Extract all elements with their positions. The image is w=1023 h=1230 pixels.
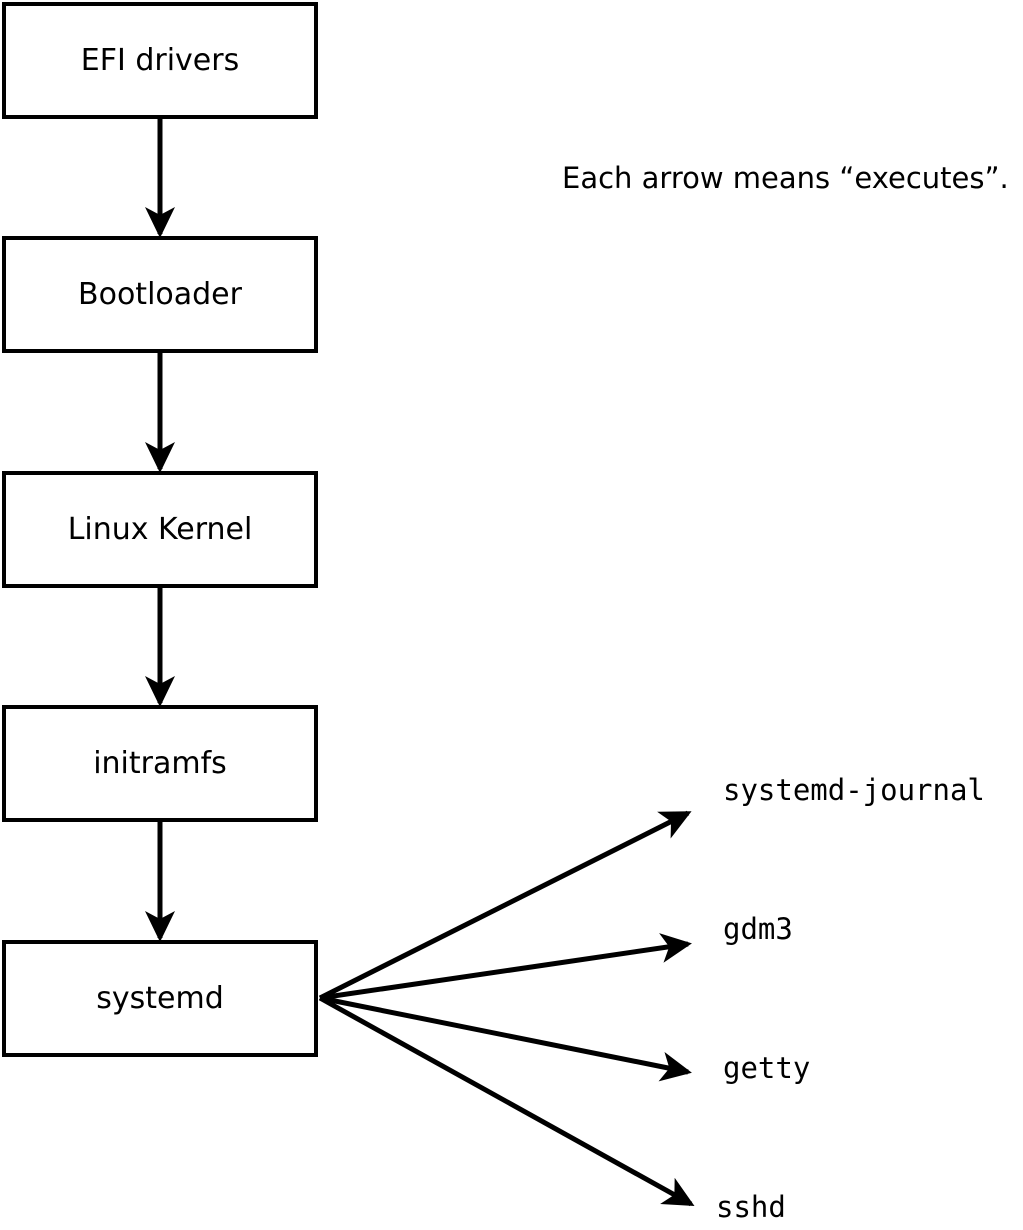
node-initramfs[interactable]: initramfs xyxy=(2,705,318,822)
node-bootloader[interactable]: Bootloader xyxy=(2,236,318,353)
node-systemd[interactable]: systemd xyxy=(2,940,318,1057)
leaf-label-getty[interactable]: getty xyxy=(723,1051,811,1085)
fanout-arrow-gdm3 xyxy=(319,933,692,1001)
fanout-arrow-getty xyxy=(319,995,692,1082)
fanout-arrow-systemd-journal xyxy=(318,810,692,1001)
diagram-caption: Each arrow means “executes”. xyxy=(562,161,1009,195)
node-bootloader-label: Bootloader xyxy=(78,276,242,312)
node-linux-kernel-label: Linux Kernel xyxy=(67,511,253,547)
node-initramfs-label: initramfs xyxy=(93,745,227,781)
fanout-arrow-sshd xyxy=(318,995,695,1207)
node-efi-drivers[interactable]: EFI drivers xyxy=(2,2,318,119)
node-linux-kernel[interactable]: Linux Kernel xyxy=(2,471,318,588)
node-systemd-label: systemd xyxy=(96,980,224,1016)
leaf-label-sshd[interactable]: sshd xyxy=(716,1190,786,1224)
node-efi-drivers-label: EFI drivers xyxy=(80,42,240,78)
leaf-label-systemd-journal[interactable]: systemd-journal xyxy=(723,773,985,807)
leaf-label-gdm3[interactable]: gdm3 xyxy=(723,912,793,946)
